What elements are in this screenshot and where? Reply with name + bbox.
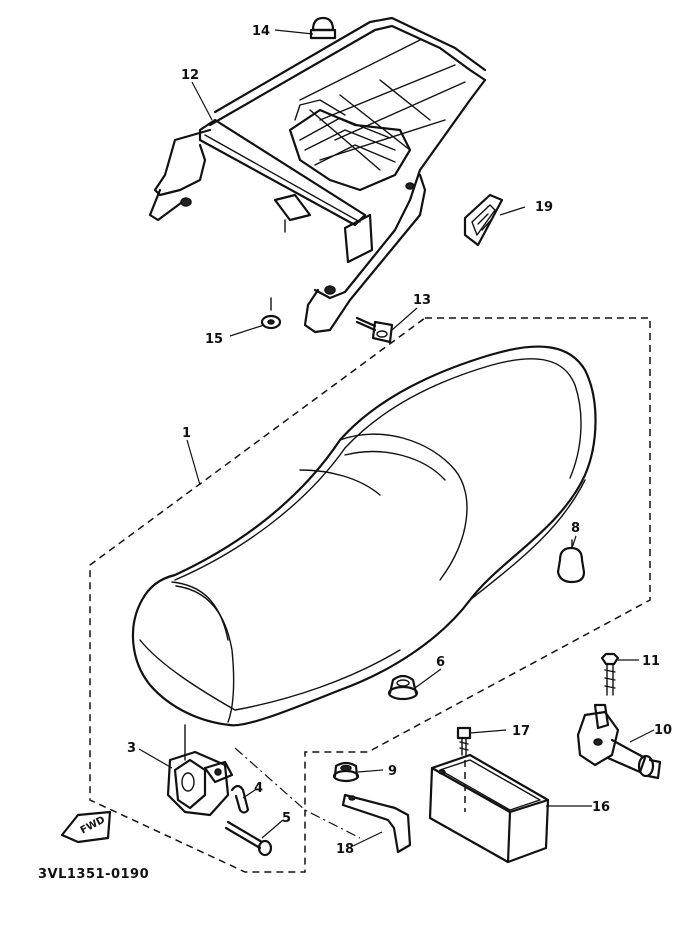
bumper-part-6	[387, 674, 419, 701]
callout-16: 16	[592, 800, 610, 815]
callout-18: 18	[336, 842, 354, 857]
callout-3: 3	[127, 741, 136, 756]
washer-part-15	[260, 297, 282, 330]
cap-nut-part-14	[309, 16, 337, 40]
callout-6: 6	[436, 655, 445, 670]
carrier-rack	[148, 16, 487, 334]
fwd-arrow-icon: FWD	[60, 810, 112, 844]
damper-part-8	[556, 539, 586, 584]
fwd-label: FWD	[79, 815, 107, 837]
bolt-part-11	[600, 652, 620, 696]
callout-19: 19	[535, 200, 553, 215]
screw-part-17	[456, 726, 472, 756]
callout-9: 9	[388, 764, 397, 779]
drawing-code: 3VL1351-0190	[38, 867, 149, 882]
toolbox-part-16	[428, 753, 550, 864]
callout-13: 13	[413, 293, 431, 308]
callout-10: 10	[654, 723, 672, 738]
seat-part-1	[131, 345, 597, 727]
assembly-boundary	[89, 317, 651, 873]
bolt-part-13	[355, 316, 394, 344]
grommet-part-9	[332, 761, 360, 783]
callout-17: 17	[512, 724, 530, 739]
clip-part-4	[230, 784, 250, 814]
callout-8: 8	[571, 521, 580, 536]
callout-4: 4	[254, 781, 263, 796]
callout-11: 11	[642, 654, 660, 669]
reflector-part-19	[463, 193, 504, 247]
hinge-bracket-part-3	[166, 724, 234, 817]
seat-lock-part-10	[576, 703, 662, 780]
stay-part-18	[341, 793, 412, 854]
callout-12: 12	[181, 68, 199, 83]
callout-leaders	[138, 29, 655, 847]
lock-link-line	[234, 747, 361, 839]
callout-labels: 14 12 19 15 13 1 8 6 11 17 10 3 9 4 16 5…	[127, 24, 672, 857]
pin-part-5	[224, 820, 273, 857]
callout-5: 5	[282, 811, 291, 826]
callout-15: 15	[205, 332, 223, 347]
callout-14: 14	[252, 24, 270, 39]
callout-1: 1	[182, 426, 191, 441]
